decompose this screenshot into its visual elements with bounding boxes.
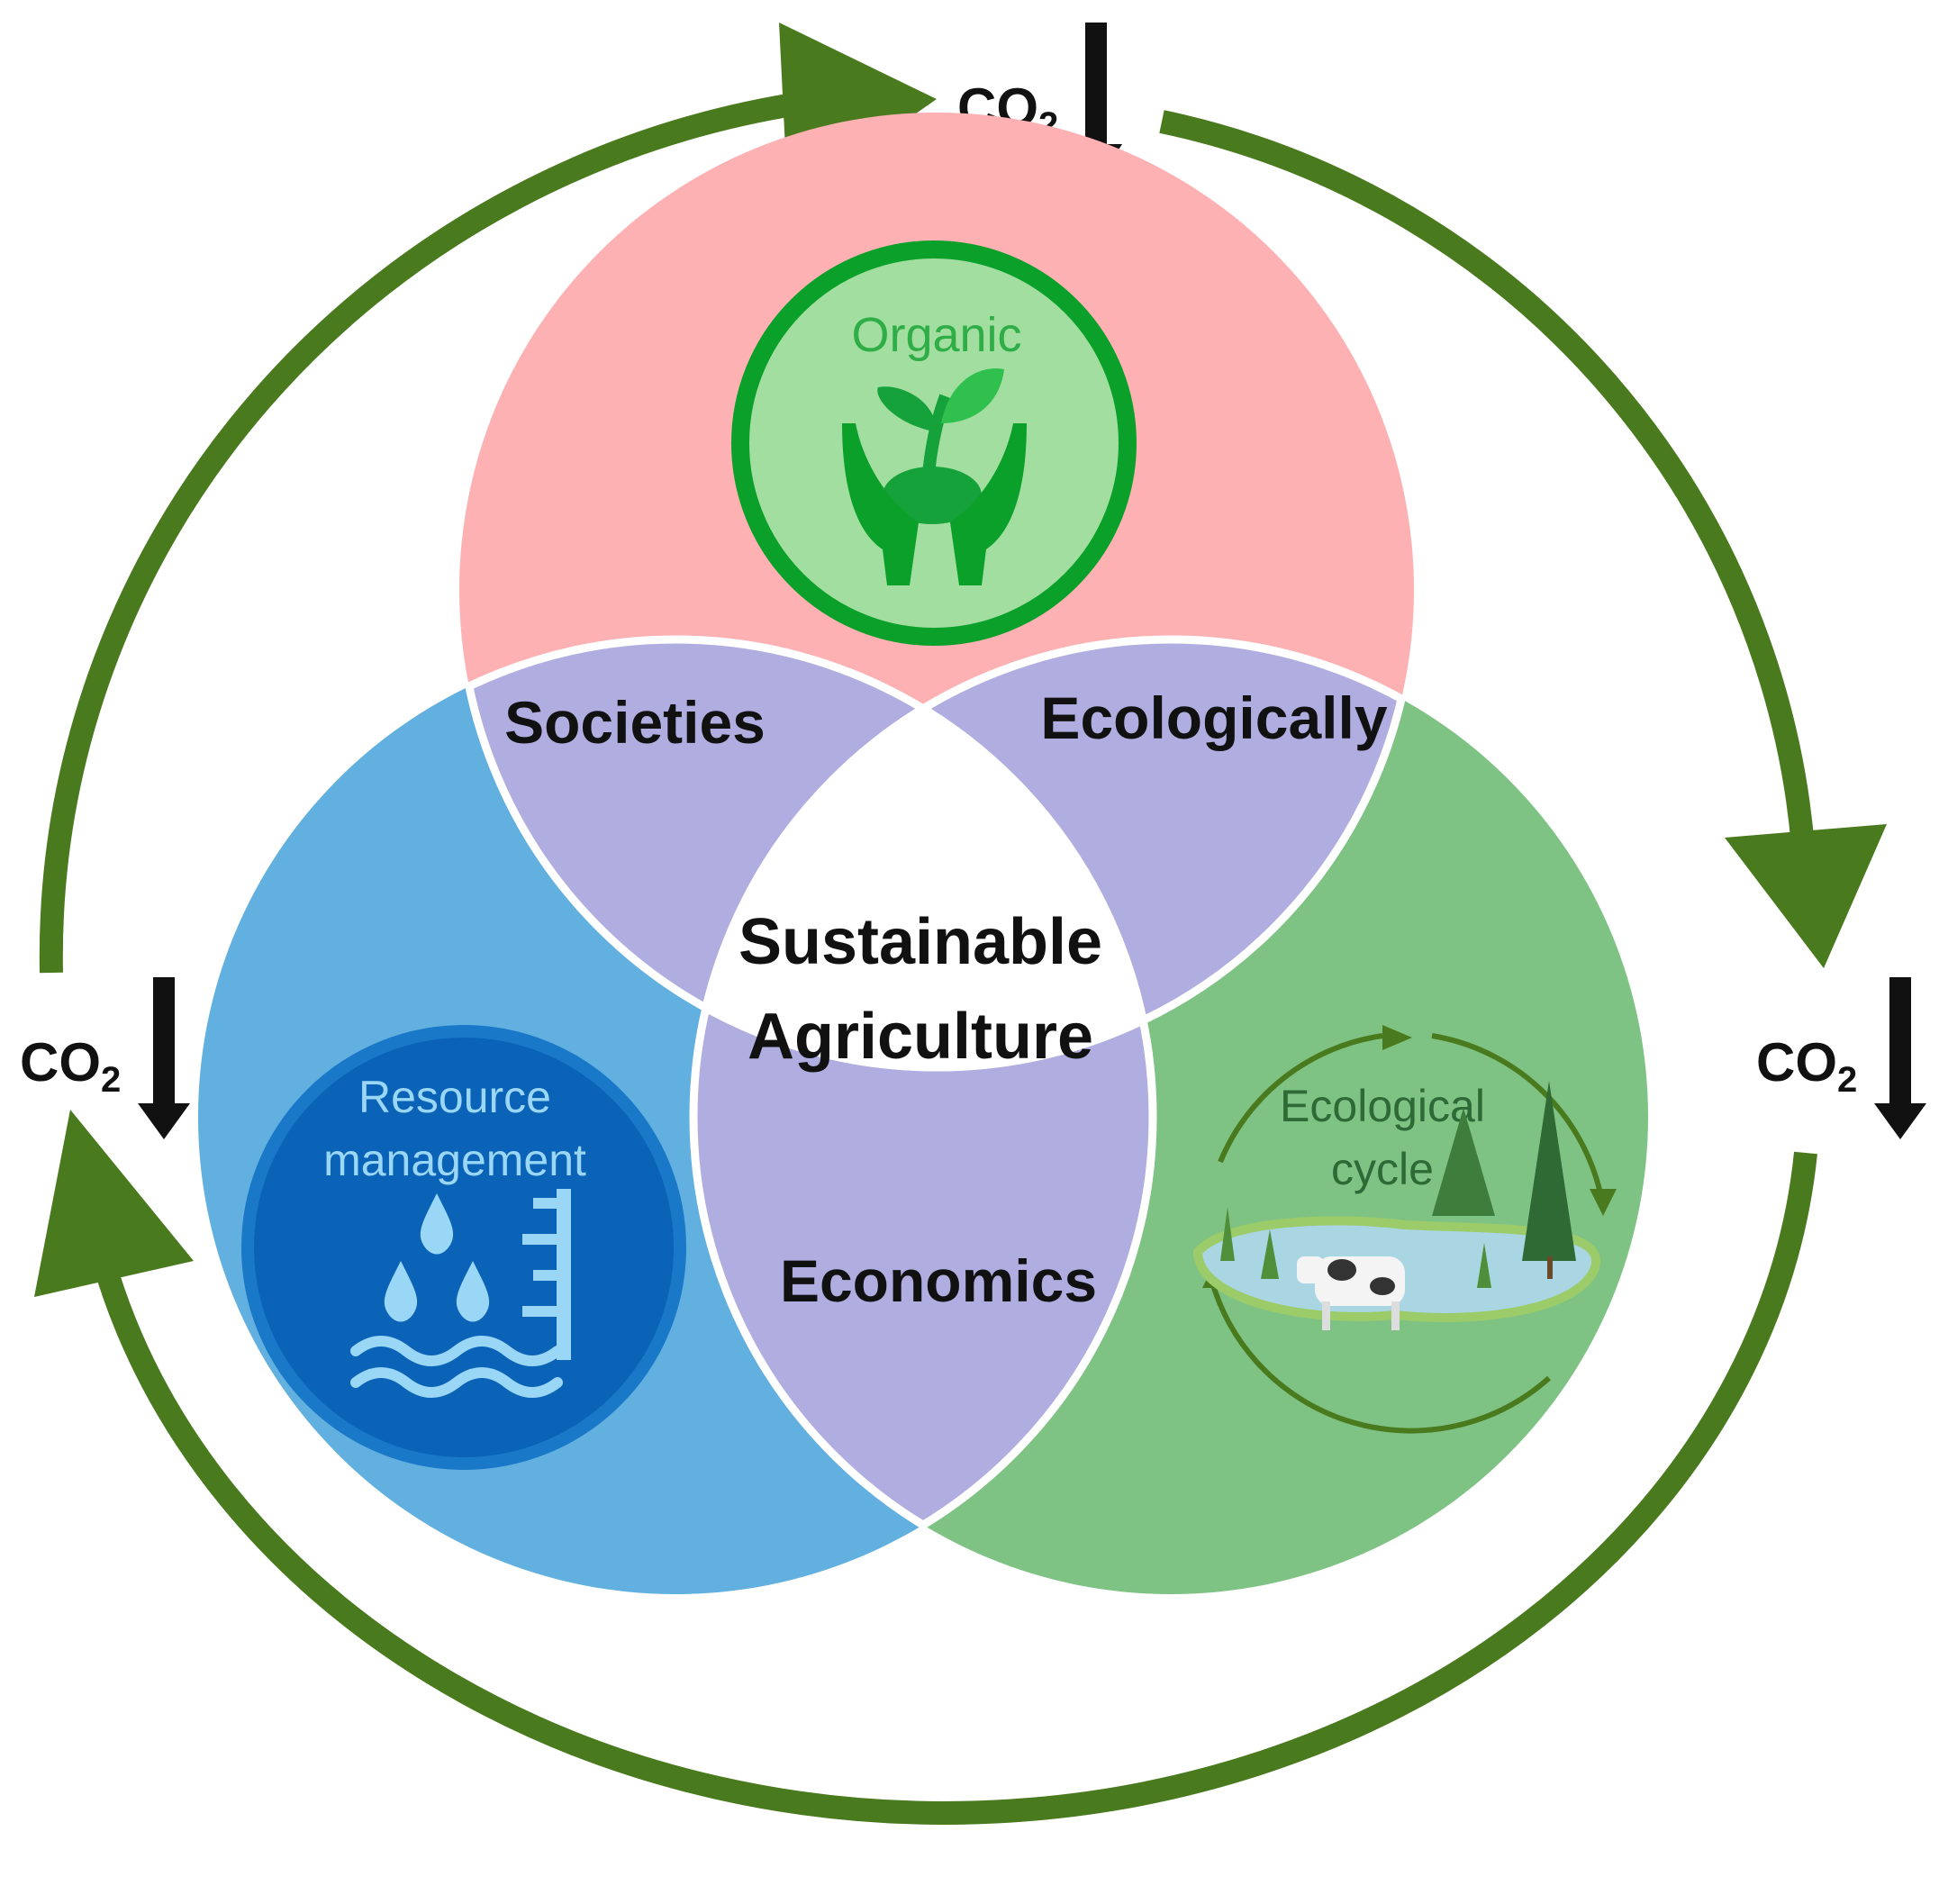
ecologically-label: Ecologically [1040,685,1387,751]
co2-right: CO2 [1756,977,1926,1139]
co2-left: CO2 [20,977,190,1139]
down-arrow-icon [1874,977,1926,1139]
cycle-arc-top-left [39,90,812,974]
cycle-arrows [39,90,1817,1825]
ecological-cycle-badge: Ecological cycle [1166,1025,1617,1468]
center-title-line1: Sustainable [738,906,1102,978]
co2-left-text: CO [20,1032,101,1093]
resource-label-line2: management [323,1135,586,1185]
plant-in-hands-icon [842,368,1027,585]
co2-left-subscript: 2 [101,1060,121,1100]
co2-right-text: CO [1756,1032,1837,1093]
organic-label: Organic [851,308,1021,362]
ecological-label-line2: cycle [1331,1144,1434,1194]
resource-management-badge: Resource management [241,1025,686,1470]
svg-text:CO2: CO2 [1756,1032,1857,1100]
cycle-arrow-icon [34,1110,194,1297]
center-title-line2: Agriculture [747,1001,1093,1073]
down-arrow-icon [138,977,190,1139]
cow [1297,1256,1405,1330]
economics-label: Economics [780,1247,1097,1314]
societies-label: Societies [504,689,766,756]
co2-right-subscript: 2 [1837,1060,1857,1100]
ecological-label-line1: Ecological [1280,1081,1485,1131]
cycle-arc-bottom [92,1151,1817,1825]
organic-badge: Organic [731,240,1137,646]
svg-text:CO2: CO2 [20,1032,121,1100]
water-drops-gauge-icon [350,1189,571,1398]
pond-cow-trees-icon [1192,1081,1600,1330]
resource-label-line1: Resource [358,1072,551,1122]
cycle-arc-top-right [1159,110,1817,902]
cycle-arrow-icon [1725,824,1887,968]
